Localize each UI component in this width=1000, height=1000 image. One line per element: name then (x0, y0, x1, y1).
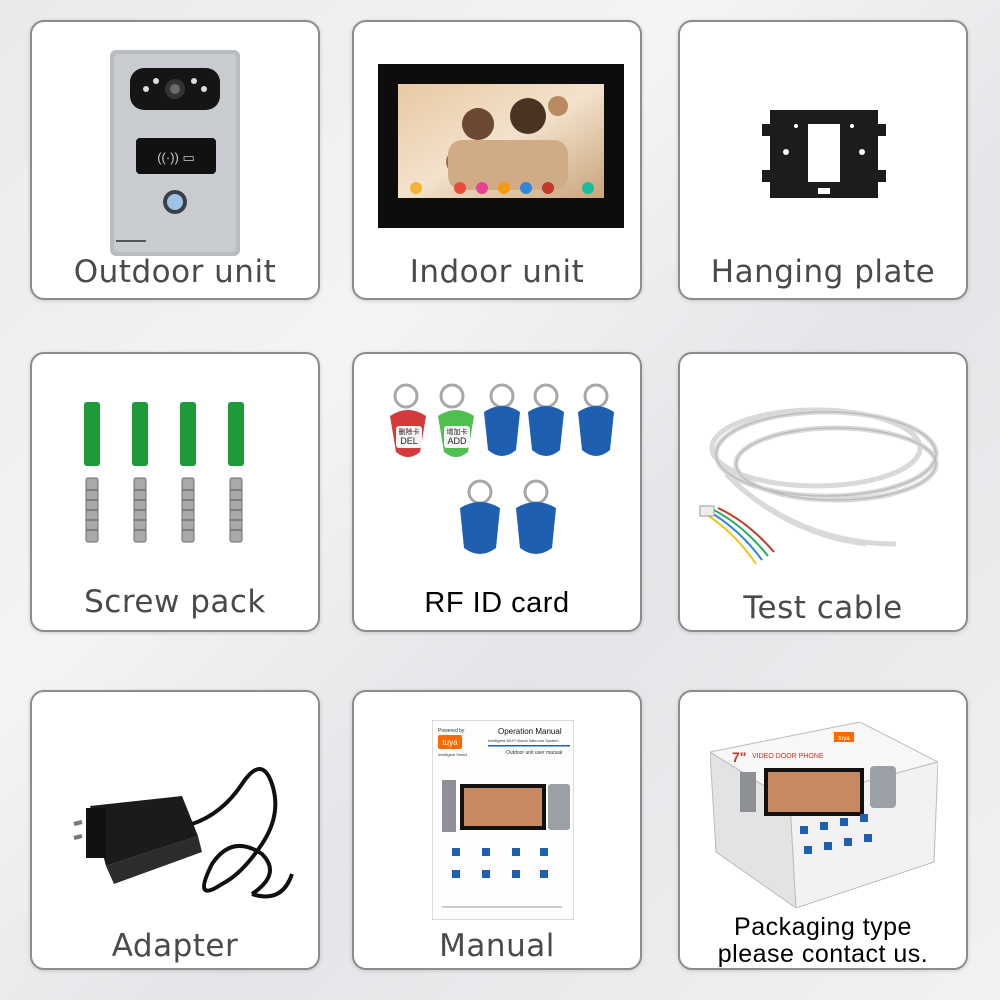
svg-text:7": 7" (732, 749, 746, 765)
item-card-adapter: Adapter (30, 690, 320, 970)
svg-text:VIDEO DOOR PHONE: VIDEO DOOR PHONE (752, 753, 824, 760)
outdoor-unit-image: ((·)) ▭ (110, 50, 240, 256)
test-cable-image (699, 407, 939, 565)
screw-pack-image (84, 402, 244, 543)
wall-plug-icon (84, 402, 244, 466)
svg-text:tuya: tuya (442, 738, 458, 747)
packaging-box-image: 7" VIDEO DOOR PHONE tuya (710, 722, 938, 908)
manual-image: Powered by tuya Intelligent Smart Operat… (432, 720, 574, 920)
svg-text:Powered by: Powered by (438, 728, 465, 734)
svg-text:Intelligent Smart: Intelligent Smart (438, 752, 468, 757)
svg-text:增加卡: 增加卡 (447, 427, 468, 436)
item-label-line2: please contact us. (717, 940, 929, 968)
item-card-screw-pack: Screw pack (30, 352, 320, 632)
svg-text:Intelligent Wi-Fi Visual Inter: Intelligent Wi-Fi Visual Intercom System (488, 738, 559, 743)
item-label: Adapter (111, 928, 239, 964)
svg-text:((·)) ▭: ((·)) ▭ (157, 150, 195, 165)
hanging-plate-image (762, 110, 886, 198)
item-label: Manual (439, 928, 555, 964)
svg-text:tuya: tuya (838, 736, 850, 742)
item-card-manual: Powered by tuya Intelligent Smart Operat… (352, 690, 642, 970)
indoor-unit-image (378, 64, 624, 228)
adapter-image (73, 767, 294, 899)
item-label: Indoor unit (409, 254, 585, 290)
svg-text:Outdoor unit user manual: Outdoor unit user manual (506, 750, 562, 756)
item-label: Screw pack (84, 584, 266, 620)
item-card-test-cable: Test cable (678, 352, 968, 632)
svg-text:删除卡: 删除卡 (399, 427, 420, 436)
item-label: Hanging plate (710, 254, 936, 290)
item-card-rf-id-card: 删除卡 DEL 增加卡 ADD RF ID card (352, 352, 642, 632)
item-card-outdoor-unit: ((·)) ▭ Outdoor unit (30, 20, 320, 300)
item-card-hanging-plate: Hanging plate (678, 20, 968, 300)
rfid-tags-image: 删除卡 DEL 增加卡 ADD (390, 383, 614, 554)
item-label: Test cable (743, 590, 903, 626)
tag-del: DEL (400, 436, 418, 446)
tag-add: ADD (447, 436, 467, 446)
item-card-indoor-unit: Indoor unit (352, 20, 642, 300)
item-label: Outdoor unit (73, 254, 277, 290)
svg-text:Operation Manual: Operation Manual (498, 727, 562, 736)
item-label: RF ID card (424, 587, 570, 619)
item-label-line1: Packaging type (734, 913, 912, 941)
item-card-packaging: 7" VIDEO DOOR PHONE tuya Packaging type … (678, 690, 968, 970)
